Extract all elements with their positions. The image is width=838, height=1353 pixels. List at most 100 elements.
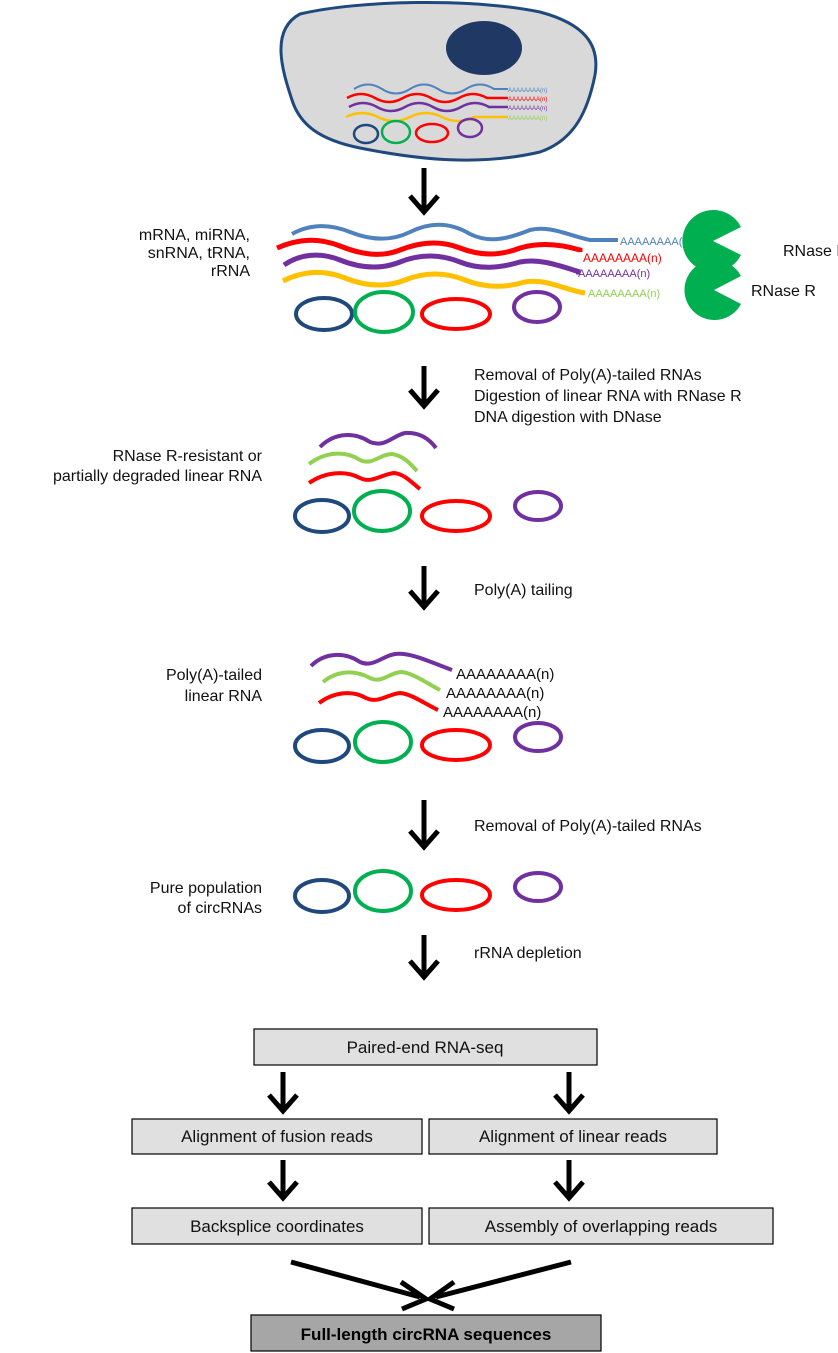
stage4-circ-green	[353, 869, 413, 913]
stage4-label-line-2: of circRNAs	[178, 900, 262, 917]
stage2-circ-navy	[293, 498, 351, 534]
stage1-tail-red: AAAAAAAA(n)	[583, 251, 662, 265]
stage2-label: RNase R-resistant or partially degraded …	[53, 448, 263, 485]
stage2-rna-purple	[318, 430, 438, 450]
cell-circ-red	[414, 122, 450, 144]
arrow-down-2	[408, 366, 440, 410]
box-backsplice-text: Backsplice coordinates	[190, 1217, 364, 1236]
stage1-rna-yellow	[281, 269, 586, 296]
step3-text: Removal of Poly(A)-tailed RNAs	[474, 818, 702, 835]
cell-circ-navy	[352, 123, 380, 145]
stage3-label: Poly(A)-tailed linear RNA	[166, 667, 262, 705]
nucleus	[446, 21, 522, 75]
arrow-down-3	[408, 566, 440, 611]
arrow-down-1	[408, 168, 440, 216]
cell-tail-red: AAAAAAAA(n)	[508, 97, 547, 103]
stage3-tail-1: AAAAAAAA(n)	[456, 666, 554, 683]
arrow-to-backsplice	[267, 1160, 299, 1202]
box-paired-end-rnaseq: Paired-end RNA-seq	[253, 1028, 598, 1066]
stage4-label-line-1: Pure population	[150, 880, 262, 897]
stage2-rnas	[293, 430, 563, 534]
stage1-tail-green: AAAAAAAA(n)	[588, 288, 660, 300]
step1-line-1: Removal of Poly(A)-tailed RNAs	[474, 367, 702, 384]
stage1-label-line-1: mRNA, miRNA,	[139, 227, 250, 244]
arrow-down-4	[408, 800, 440, 851]
cell-rna-blue	[353, 83, 508, 95]
step1-text: Removal of Poly(A)-tailed RNAs Digestion…	[474, 367, 742, 426]
rnase-r-enzymes: RNase R RNase R	[682, 209, 838, 321]
stage2-circ-green	[352, 489, 412, 533]
cell-tail-purple: AAAAAAAA(n)	[508, 106, 547, 112]
stage2-circ-red	[420, 499, 492, 533]
arrow-to-linear	[553, 1072, 585, 1115]
box-alignment-fusion: Alignment of fusion reads	[131, 1118, 423, 1155]
stage3-rna-red	[317, 690, 439, 712]
box-final-circrna-text: Full-length circRNA sequences	[301, 1325, 552, 1344]
cell-rna-red	[346, 92, 508, 104]
rnase-r-pacman-1-icon	[682, 209, 741, 272]
stage3-rna-lightgreen	[321, 669, 441, 692]
stage1-rna-purple	[282, 252, 581, 275]
stage3-tail-3: AAAAAAAA(n)	[443, 704, 541, 721]
rnase-r-label-1: RNase R	[783, 243, 838, 260]
step1-line-2: Digestion of linear RNA with RNase R	[474, 388, 742, 405]
stage1-circ-green	[353, 290, 415, 334]
stage2-rna-lightgreen	[307, 451, 419, 473]
box-alignment-fusion-text: Alignment of fusion reads	[181, 1127, 373, 1146]
stage3-label-line-1: Poly(A)-tailed	[166, 667, 262, 684]
box-alignment-linear-text: Alignment of linear reads	[479, 1127, 667, 1146]
cell-rna-yellow	[345, 111, 508, 123]
stage3-circ-green	[353, 720, 413, 764]
step1-line-3: DNA digestion with DNase	[474, 409, 662, 426]
stage1-label-line-3: rRNA	[211, 263, 250, 280]
stage4-label: Pure population of circRNAs	[150, 880, 262, 917]
rnase-r-pacman-2-icon	[684, 260, 741, 321]
stage1-label-line-2: snRNA, tRNA,	[148, 245, 250, 262]
cell-illustration: AAAAAAAA(n) AAAAAAAA(n) AAAAAAAA(n) AAAA…	[279, 0, 598, 162]
cell-tail-green: AAAAAAAA(n)	[508, 116, 547, 122]
box-assembly-text: Assembly of overlapping reads	[485, 1217, 717, 1236]
stage1-tail-blue: AAAAAAAA(n)	[620, 236, 692, 248]
stage2-label-line-1: RNase R-resistant or	[113, 448, 263, 465]
stage1-circ-navy	[294, 296, 354, 332]
stage2-rna-red	[307, 470, 422, 491]
cell-tail-blue: AAAAAAAA(n)	[508, 88, 547, 94]
stage1-circ-red	[420, 297, 492, 331]
box-final-circrna: Full-length circRNA sequences	[250, 1314, 602, 1352]
stage4-circ-red	[420, 878, 492, 912]
cell-membrane	[279, 0, 598, 162]
arrow-to-assembly	[553, 1160, 585, 1202]
step4-text: rRNA depletion	[474, 945, 582, 962]
stage3-circ-navy	[293, 728, 351, 764]
stage4-circ-purple	[513, 871, 563, 903]
stage1-rna-red	[276, 237, 583, 257]
stage1-rnas: AAAAAAAA(n) AAAAAAAA(n) AAAAAAAA(n) AAAA…	[276, 222, 692, 334]
stage1-circ-purple	[512, 290, 562, 324]
stage3-label-line-2: linear RNA	[185, 688, 263, 705]
cell-rna-purple	[348, 101, 508, 113]
cell-circ-green	[380, 119, 412, 145]
stage1-label: mRNA, miRNA, snRNA, tRNA, rRNA	[139, 227, 250, 280]
stage4-circrnas	[293, 869, 563, 914]
stage2-label-line-2: partially degraded linear RNA	[53, 468, 262, 485]
box-assembly: Assembly of overlapping reads	[428, 1207, 774, 1245]
cell-circ-purple	[456, 117, 484, 139]
rnase-r-label-2: RNase R	[751, 283, 816, 300]
stage1-tail-purple: AAAAAAAA(n)	[578, 268, 650, 280]
stage3-rnas: AAAAAAAA(n) AAAAAAAA(n) AAAAAAAA(n)	[293, 651, 563, 764]
arrow-to-fusion	[267, 1072, 299, 1115]
converging-arrows	[290, 1259, 572, 1312]
step2-text: Poly(A) tailing	[474, 582, 573, 599]
stage3-circ-purple	[513, 721, 563, 753]
stage3-rna-purple	[309, 651, 453, 672]
arrow-down-5	[408, 935, 440, 981]
box-alignment-linear: Alignment of linear reads	[428, 1118, 718, 1155]
stage3-tail-2: AAAAAAAA(n)	[446, 685, 544, 702]
stage4-circ-navy	[293, 878, 351, 914]
box-backsplice: Backsplice coordinates	[131, 1207, 423, 1245]
stage2-circ-purple	[513, 490, 563, 522]
stage1-rna-blue	[291, 222, 618, 242]
box-paired-end-rnaseq-text: Paired-end RNA-seq	[347, 1038, 504, 1057]
stage3-circ-red	[420, 728, 492, 762]
